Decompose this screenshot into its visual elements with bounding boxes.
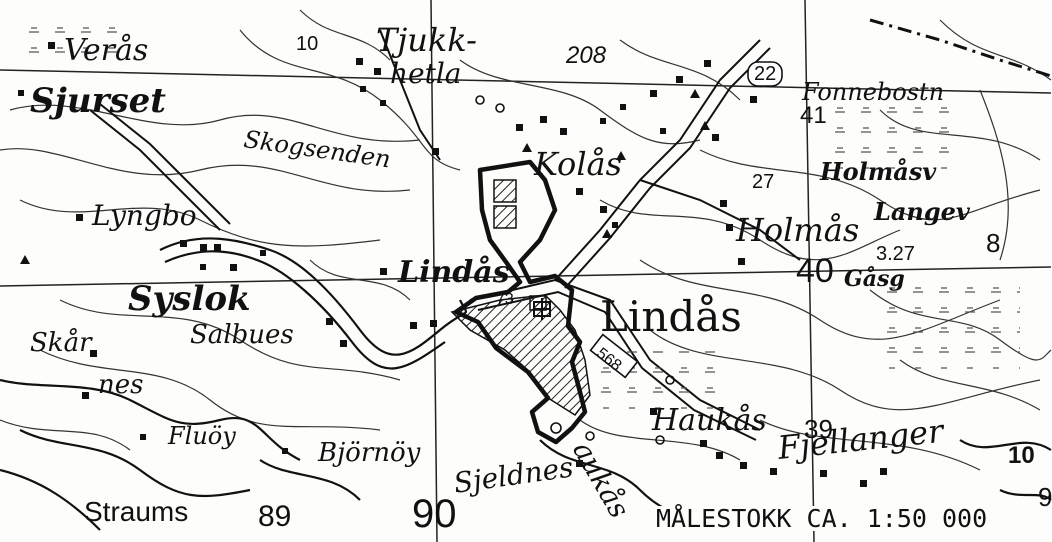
elevation-10-right: 10	[1008, 442, 1035, 469]
place-label-kolas: Kolås	[534, 145, 623, 183]
place-label-gasg: Gåsg	[844, 266, 905, 292]
place-label-tjukk: Tjukk-	[376, 21, 477, 59]
place-label-holmas: Holmås	[736, 211, 860, 249]
built-up-area	[450, 294, 591, 417]
place-label-lindas-large: Lindås	[600, 292, 742, 341]
place-label-straums: Straums	[84, 496, 189, 527]
edge-label-9: 9	[1038, 482, 1052, 512]
place-label-lindas-small: Lindås	[398, 255, 510, 290]
map-scale-label: MÅLESTOKK CA. 1:50 000	[652, 506, 992, 531]
route-shield-22	[747, 61, 783, 87]
place-label-langev: Langev	[874, 197, 970, 226]
place-label-veras: Verås	[64, 33, 149, 68]
grid-label-40: 40	[796, 252, 834, 290]
place-label-skar: Skår	[30, 328, 92, 358]
place-label-hetla: hetla	[390, 57, 462, 90]
place-label-syslok: Syslok	[128, 279, 251, 319]
elevation-8: 8	[986, 228, 1001, 258]
settlement-boundary	[453, 159, 588, 445]
elevation-10-top: 10	[296, 33, 319, 55]
place-label-fonnebostn: Fonnebostn	[802, 78, 945, 106]
place-label-lyngbo: Lyngbo	[92, 199, 197, 232]
grid-label-89: 89	[258, 500, 292, 533]
place-label-haukas: Haukås	[652, 403, 767, 438]
grid-label-90: 90	[412, 492, 457, 536]
place-label-bjornoy: Björnöy	[318, 438, 421, 468]
label-73: 73	[496, 291, 514, 308]
roads	[89, 29, 801, 441]
road-number-22: 22	[754, 63, 777, 85]
elevation-41: 41	[800, 102, 827, 129]
place-label-sjurset: Sjurset	[30, 81, 166, 121]
boundary-line	[869, 18, 1052, 78]
church-symbol	[533, 298, 551, 320]
elevation-27: 27	[752, 171, 775, 193]
route-shield-568	[589, 333, 639, 379]
contour-lines	[0, 9, 1052, 471]
elevation-39: 39	[804, 414, 833, 444]
elevation-3-27: 3.27	[876, 243, 915, 265]
circle-symbols	[475, 95, 675, 445]
elevation-208: 208	[566, 42, 607, 69]
place-label-salbues: Salbues	[190, 320, 294, 350]
place-label-fluoy: Fluöy	[168, 422, 236, 450]
place-label-nes: nes	[98, 370, 144, 400]
place-label-holmasv: Holmåsv	[820, 157, 937, 186]
triangle-symbols	[20, 89, 710, 264]
